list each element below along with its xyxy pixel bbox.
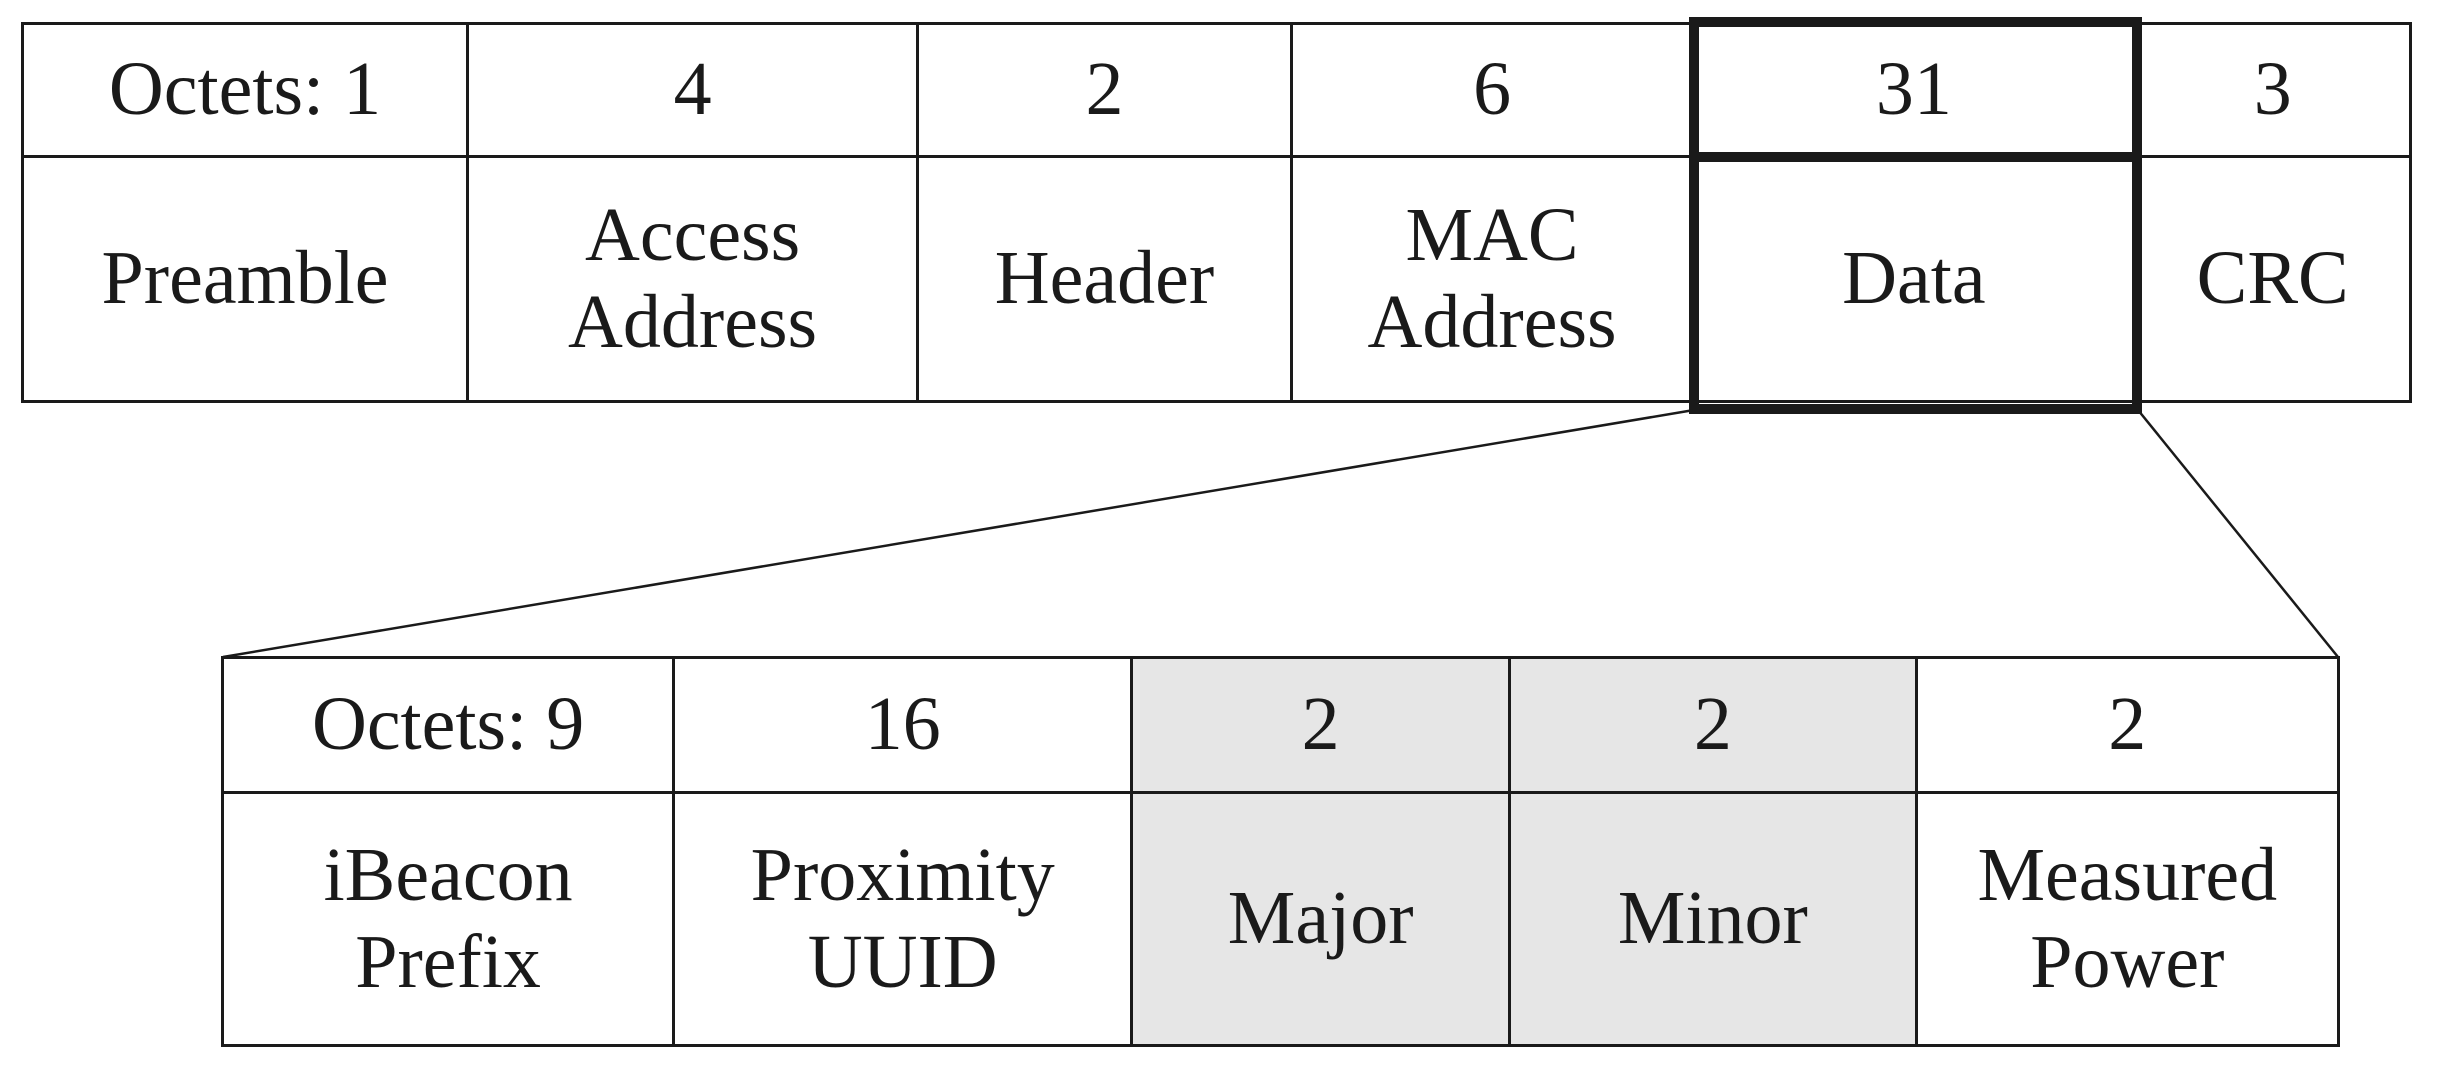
octets-cell: 4: [469, 25, 917, 158]
field-label-crc: CRC: [2196, 236, 2349, 321]
packet-column-access-address: 4 Access Address: [469, 25, 920, 400]
field-label-access-address: Access Address: [568, 192, 818, 364]
field-label-header: Header: [994, 236, 1215, 321]
field-label-major: Major: [1133, 794, 1509, 1044]
octets-cell: Octets: 1: [24, 25, 467, 158]
connector-line-left: [222, 408, 1695, 659]
octets-cell: 16: [675, 659, 1131, 794]
payload-column-minor: 2 Minor: [1511, 659, 1918, 1044]
ibeacon-payload-table: Octets: 9 iBeacon Prefix 16 Proximity UU…: [221, 656, 2340, 1047]
ble-packet-table: Octets: 1 Preamble 4 Access Address 2 He…: [21, 22, 2412, 403]
octets-cell: 6: [1292, 25, 1692, 158]
field-label-minor: Minor: [1511, 794, 1915, 1044]
packet-column-preamble: Octets: 1 Preamble: [24, 25, 470, 400]
field-label-ibeacon-prefix: iBeacon Prefix: [323, 832, 573, 1004]
payload-column-proximity-uuid: 16 Proximity UUID: [675, 659, 1134, 1044]
octets-cell: 31: [1694, 25, 2134, 158]
field-label-measured-power: Measured Power: [1977, 832, 2278, 1004]
octets-cell: 3: [2136, 25, 2409, 158]
octets-cell: 2: [1133, 659, 1509, 794]
packet-column-crc: 3 CRC: [2136, 25, 2409, 400]
octets-cell: Octets: 9: [224, 659, 673, 794]
packet-column-header: 2 Header: [919, 25, 1293, 400]
octets-cell: 2: [1917, 659, 2337, 794]
field-label-data: Data: [1842, 236, 1986, 321]
packet-column-mac-address: 6 MAC Address: [1292, 25, 1695, 400]
field-label-proximity-uuid: Proximity UUID: [750, 832, 1055, 1004]
packet-column-data: 31 Data: [1694, 25, 2137, 400]
payload-column-measured-power: 2 Measured Power: [1917, 659, 2337, 1044]
octets-cell: 2: [1511, 659, 1915, 794]
octets-cell: 2: [919, 25, 1290, 158]
payload-column-major: 2 Major: [1133, 659, 1512, 1044]
connector-line-right: [2137, 409, 2339, 658]
payload-column-ibeacon-prefix: Octets: 9 iBeacon Prefix: [224, 659, 676, 1044]
field-label-preamble: Preamble: [101, 236, 389, 321]
field-label-mac-address: MAC Address: [1367, 192, 1617, 364]
